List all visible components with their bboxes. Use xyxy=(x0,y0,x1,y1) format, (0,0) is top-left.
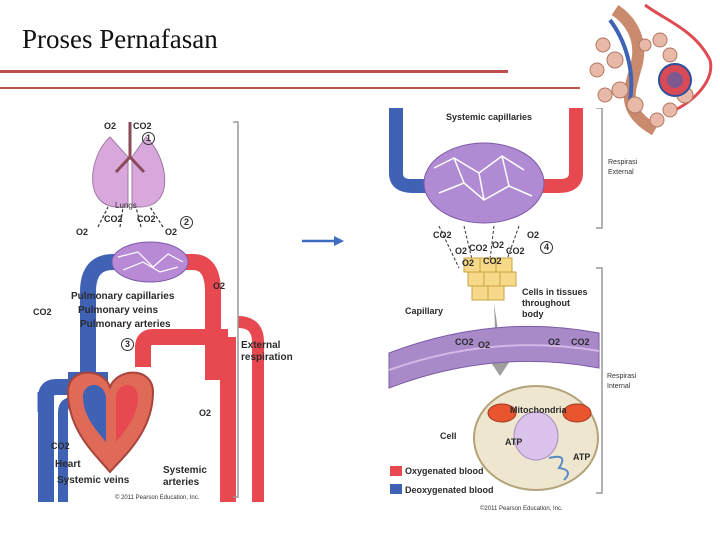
o2-lung-b: O2 xyxy=(165,227,178,237)
respirasi-internal-label: Respirasi Internal xyxy=(607,373,637,390)
atp-label-b: ATP xyxy=(573,452,591,462)
right-respiration-diagram xyxy=(388,108,603,494)
heart-label: Heart xyxy=(55,459,81,470)
step-3-badge: 3 xyxy=(121,338,134,351)
co2-lower-label: CO2 xyxy=(51,441,70,451)
pulmonary-arteries-label: Pulmonary arteries xyxy=(80,319,171,330)
atp-label-a: ATP xyxy=(505,437,523,447)
mitochondria-label: Mitochondria xyxy=(510,405,567,415)
step-2-badge: 2 xyxy=(180,216,193,229)
right-copyright: ©2011 Pearson Education, Inc. xyxy=(480,506,563,512)
systemic-veins-label: Systemic veins xyxy=(57,475,130,486)
title-rule-bottom xyxy=(0,87,580,89)
membrane-gas-4: CO2 xyxy=(571,337,590,347)
gas-label-1: CO2 xyxy=(433,230,452,240)
pulmonary-capillaries-label: Pulmonary capillaries xyxy=(71,291,175,302)
right-arrow-icon xyxy=(302,236,344,246)
left-circulation-diagram xyxy=(37,121,264,502)
gas-label-4: O2 xyxy=(492,240,505,250)
step-4-badge: 4 xyxy=(540,241,553,254)
left-copyright: © 2011 Pearson Education, Inc. xyxy=(115,495,200,501)
pulmonary-veins-label: Pulmonary veins xyxy=(78,305,159,316)
title-rule-top xyxy=(0,70,508,73)
lungs-label: Lungs xyxy=(115,201,137,210)
co2-lung-a: CO2 xyxy=(104,214,123,224)
alveoli-illustration xyxy=(589,3,713,136)
gas-label-7: CO2 xyxy=(483,256,502,266)
page-title: Proses Pernafasan xyxy=(22,24,218,54)
gas-label-8: O2 xyxy=(462,258,475,268)
o2-lower-label: O2 xyxy=(199,408,212,418)
membrane-gas-2: O2 xyxy=(478,340,491,350)
o2-top-label: O2 xyxy=(104,121,117,131)
co2-left-label: CO2 xyxy=(33,307,52,317)
membrane-gas-1: CO2 xyxy=(455,337,474,347)
legend-deoxygenated: Deoxygenated blood xyxy=(405,485,494,495)
co2-top-label: CO2 xyxy=(133,121,152,131)
step-1-badge: 1 xyxy=(142,132,155,145)
respirasi-external-label: Respirasi External xyxy=(608,159,638,176)
gas-label-3: CO2 xyxy=(469,243,488,253)
legend-oxygenated: Oxygenated blood xyxy=(405,466,484,476)
capillary-label: Capillary xyxy=(405,306,444,316)
membrane-gas-3: O2 xyxy=(548,337,561,347)
external-respiration-label: External respiration xyxy=(241,340,293,363)
gas-label-5: CO2 xyxy=(506,246,525,256)
gas-label-2: O2 xyxy=(455,246,468,256)
systemic-arteries-label: Systemic arteries xyxy=(163,465,207,488)
gas-label-6: O2 xyxy=(527,230,540,240)
cell-label: Cell xyxy=(440,431,457,441)
o2-lung-a: O2 xyxy=(76,227,89,237)
systemic-capillaries-label: Systemic capillaries xyxy=(446,112,533,122)
o2-right-label: O2 xyxy=(213,281,226,291)
cells-in-tissues-label: Cells in tissues throughout body xyxy=(522,287,588,319)
co2-lung-b: CO2 xyxy=(137,214,156,224)
